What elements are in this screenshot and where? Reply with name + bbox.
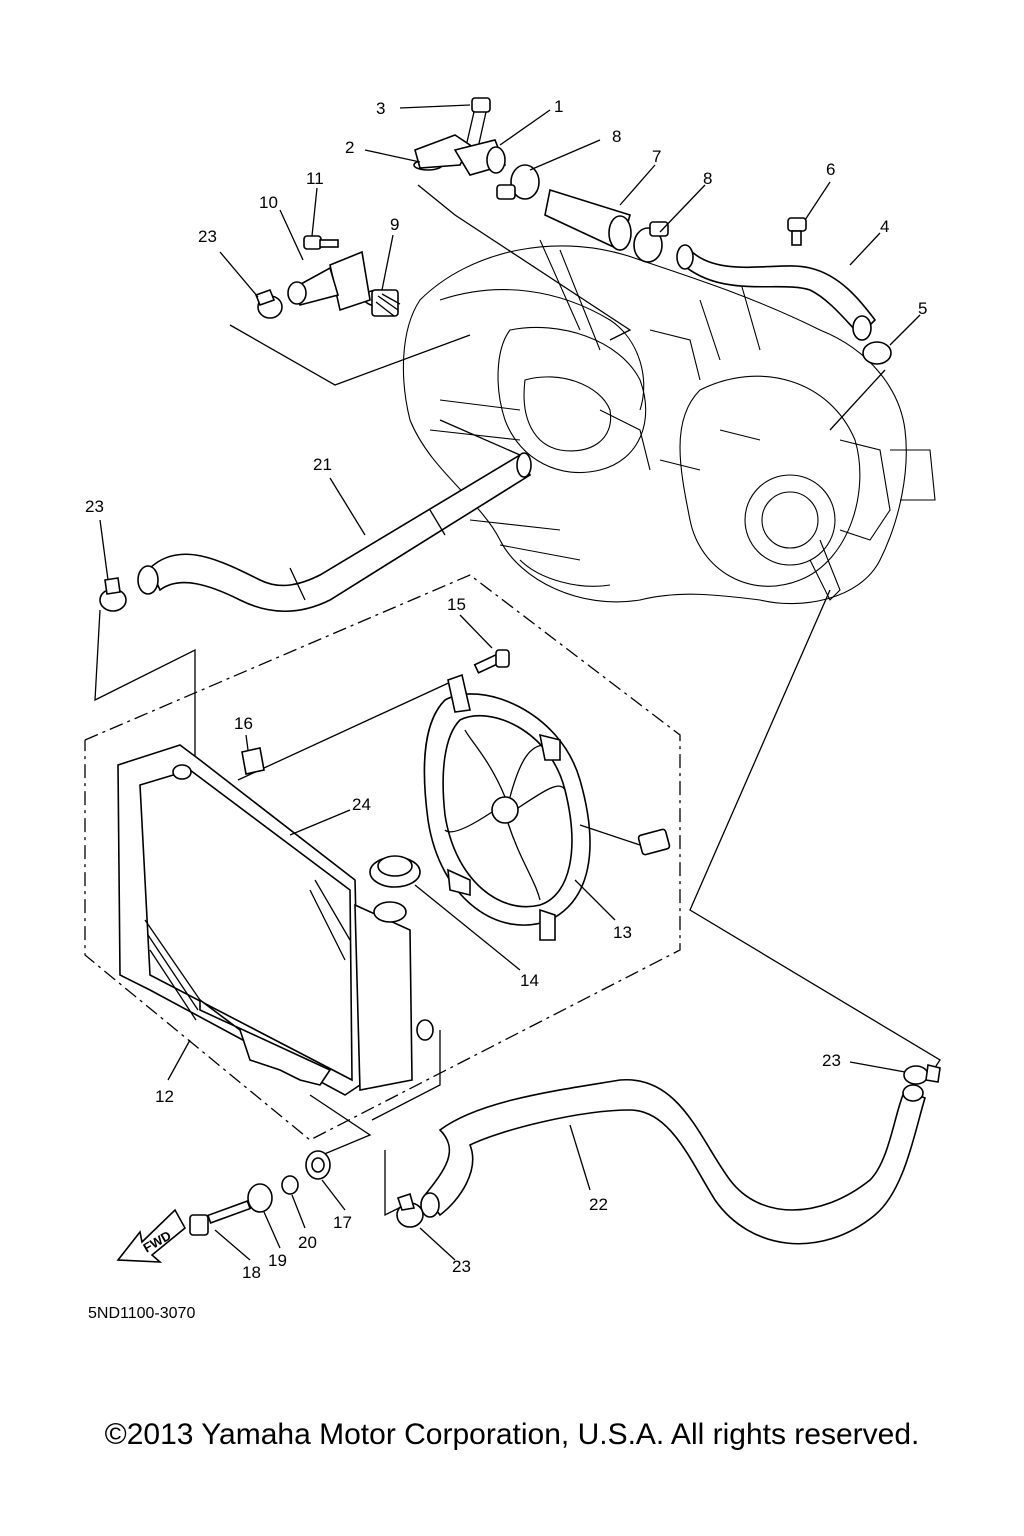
part-10-joint (287, 250, 371, 312)
callout-4: 4 (880, 217, 889, 236)
callout-8b: 8 (703, 169, 712, 188)
part-23-clamp-bottom (396, 1192, 424, 1228)
leader-lines (99, 104, 921, 1261)
callout-5: 5 (918, 299, 927, 318)
part-23-clamp-left (99, 577, 127, 612)
part-19-washer (247, 1183, 273, 1213)
part-20-collar (281, 1175, 299, 1195)
engine-outline (402, 239, 936, 605)
callout-3: 3 (376, 99, 385, 118)
figure-code: 5ND1100-3070 (88, 1305, 195, 1322)
part-4-pipe (676, 244, 877, 341)
part-7-hose (544, 188, 632, 252)
assembly-lines (94, 184, 941, 1217)
forward-arrow-icon: FWD (116, 1208, 187, 1263)
part-22-hose (420, 1079, 926, 1245)
callout-14: 14 (520, 971, 539, 990)
callout-11: 11 (306, 169, 324, 188)
callout-10: 10 (259, 193, 278, 212)
callout-labels: 1 2 3 4 5 6 7 8 8 9 10 11 12 13 14 15 16… (85, 97, 927, 1282)
callout-1: 1 (554, 97, 563, 116)
callout-24: 24 (352, 795, 371, 814)
part-21-hose (137, 452, 532, 613)
part-9-thermostat (363, 289, 401, 317)
callout-2: 2 (345, 138, 354, 157)
radiator-assembly-boundary (84, 574, 681, 1141)
callout-23b: 23 (85, 497, 104, 516)
part-16-clip (241, 747, 265, 775)
callout-8: 8 (612, 127, 621, 146)
callout-15: 15 (447, 595, 466, 614)
copyright-notice: ©2013 Yamaha Motor Corporation, U.S.A. A… (104, 1418, 920, 1451)
callout-18: 18 (242, 1263, 261, 1282)
part-1-joint (453, 139, 507, 176)
part-5-oring (862, 341, 892, 365)
part-13-fan (423, 673, 671, 941)
part-18-bolt (189, 1200, 252, 1236)
callout-19: 19 (268, 1251, 287, 1270)
part-3-bolt (463, 97, 491, 158)
callout-23a: 23 (198, 227, 217, 246)
callout-6: 6 (826, 160, 835, 179)
part-17-grommet (305, 1150, 331, 1180)
callout-23d: 23 (452, 1257, 471, 1276)
part-11-bolt (303, 235, 339, 250)
callout-12: 12 (155, 1087, 174, 1106)
callout-21: 21 (313, 455, 332, 474)
part-15-bolt (473, 649, 510, 674)
callout-20: 20 (298, 1233, 317, 1252)
part-23-clamp-top (254, 288, 283, 319)
part-14-cap (369, 855, 421, 923)
part-8-clamp (496, 164, 540, 200)
callout-17: 17 (333, 1213, 352, 1232)
callout-23c: 23 (822, 1051, 841, 1070)
callout-16: 16 (234, 714, 253, 733)
callout-13: 13 (613, 923, 632, 942)
callout-9: 9 (390, 215, 399, 234)
part-23-clamp-right (903, 1064, 941, 1085)
callout-7: 7 (652, 147, 661, 166)
part-8-clamp-2 (633, 221, 669, 263)
part-12-radiator (117, 744, 434, 1096)
part-6-bolt (787, 217, 807, 246)
callout-22: 22 (589, 1195, 608, 1214)
